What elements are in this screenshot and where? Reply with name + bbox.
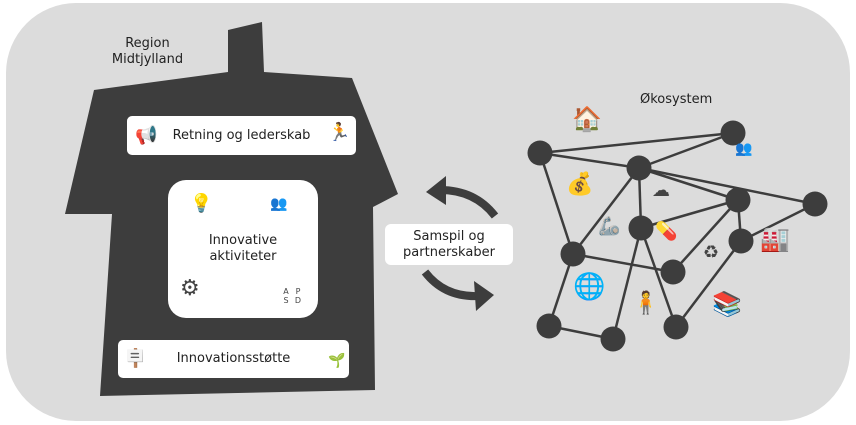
runner-icon: 🏃 (328, 122, 351, 143)
arrow-to-house (439, 186, 499, 219)
arrow-to-house-head (426, 176, 446, 205)
apsd-a: A (283, 287, 289, 296)
network-node (663, 314, 689, 340)
network-edge (638, 166, 739, 202)
network-node (720, 120, 746, 146)
network-edge (640, 198, 739, 230)
arrow-to-ecosystem (421, 269, 481, 301)
cloud-lock-icon: ☁ (652, 180, 670, 201)
people-network-icon: 👥 (735, 141, 753, 157)
megaphone-icon: 📢 (135, 125, 158, 146)
signpost-icon: 🪧 (124, 348, 147, 369)
arrow-to-ecosystem-head (474, 281, 494, 311)
network-edge (547, 253, 575, 327)
network-node (600, 326, 626, 352)
money-icon: 💰 (566, 172, 594, 197)
network-node (536, 313, 562, 339)
network-edge (638, 131, 734, 170)
person-icon: 🧍 (632, 291, 660, 316)
network-node (527, 140, 553, 166)
apsd-d: D (294, 296, 302, 305)
network-node (728, 228, 754, 254)
network-people-icon: 👥 (270, 196, 288, 212)
network-edge (539, 151, 640, 170)
apsd-s: S (283, 296, 289, 305)
direction-box: Retning og lederskab (127, 116, 356, 155)
interaction-box: Samspil og partnerskaber (385, 224, 513, 265)
network-edge (639, 227, 678, 328)
region-label: Region Midtjylland (111, 36, 184, 67)
network-edge (611, 227, 643, 340)
support-box: Innovationsstøtte (118, 340, 349, 378)
network-node (802, 191, 828, 217)
robot-arm-icon: 🦾 (598, 216, 621, 237)
support-label: Innovationsstøtte (176, 351, 291, 366)
books-icon: 📚 (712, 290, 742, 318)
factory-icon: 🏭 (760, 225, 790, 253)
network-edge (672, 199, 739, 273)
gears-icon: ⚙ (180, 276, 200, 301)
lightbulb-icon: 💡 (190, 193, 213, 214)
activities-label: Innovative aktiviteter (208, 233, 278, 264)
pills-icon: 💊 (655, 221, 678, 242)
network-node (660, 259, 686, 285)
network-node (628, 215, 654, 241)
activities-box: Innovative aktiviteter (168, 180, 318, 318)
health-house-icon: 🏠 (572, 105, 602, 133)
interaction-label: Samspil og partnerskaber (403, 228, 495, 260)
plants-icon: 🌱 (328, 353, 346, 369)
network-edge (675, 240, 742, 328)
apsd-p: P (295, 287, 301, 296)
network-node (725, 187, 751, 213)
globe-icon: 🌐 (573, 272, 606, 302)
network-edge (638, 166, 816, 206)
network-edge (572, 167, 640, 255)
ecosystem-label: Økosystem (640, 92, 713, 107)
network-edge (538, 152, 575, 255)
network-edge (740, 202, 816, 243)
network-edge (539, 131, 734, 155)
network-node (560, 241, 586, 267)
network-edge (572, 252, 674, 274)
direction-label: Retning og lederskab (172, 127, 311, 143)
network-node (626, 155, 652, 181)
recycle-icon: ♻ (703, 242, 720, 263)
